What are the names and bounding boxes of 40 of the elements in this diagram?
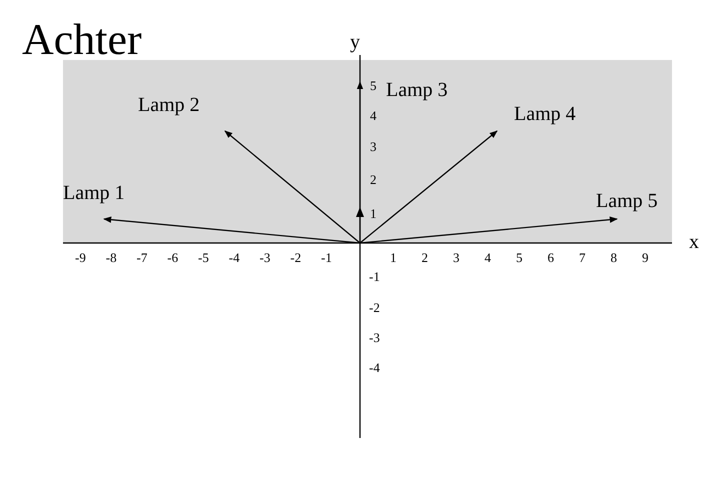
vector-label: Lamp 5 [596,191,658,211]
tick-label: -6 [167,251,178,264]
tick-label: -5 [198,251,209,264]
tick-label: -4 [228,251,240,264]
tick-label: 5 [516,251,522,264]
vector-label: Lamp 3 [386,80,448,100]
tick-label: 6 [548,251,554,264]
tick-label: 1 [390,251,396,264]
tick-label: -4 [369,361,380,374]
axis-label: y [350,32,360,52]
tick-label: -1 [369,270,380,283]
tick-label: 7 [579,251,586,264]
tick-label: 8 [610,251,617,264]
title: Achter [22,18,142,62]
vector-label: Lamp 2 [138,95,200,115]
tick-label: -7 [136,251,148,264]
vector-arrow [360,216,618,244]
vector-arrow [224,130,360,244]
tick-label: 2 [370,173,376,186]
tick-label: 4 [484,251,491,264]
tick-label: 4 [370,109,376,122]
tick-label: 3 [453,251,460,264]
tick-label: -1 [321,251,332,264]
tick-label: 1 [370,207,376,220]
tick-label: -3 [260,251,270,264]
tick-label: -2 [290,251,302,264]
tick-label: 3 [370,140,376,153]
vector-arrow [103,216,360,244]
axis-label: x [689,232,699,252]
tick-label: -9 [75,251,86,264]
tick-label: 9 [642,251,648,264]
vector-label: Lamp 1 [63,183,125,203]
tick-label: -8 [106,251,117,264]
vector-arrow [360,130,498,244]
tick-label: -2 [369,301,380,314]
tick-label: -3 [369,331,380,344]
vector-arrow [356,81,364,243]
tick-label: 2 [422,251,428,264]
tick-label: 5 [370,79,376,92]
vector-label: Lamp 4 [514,104,576,124]
